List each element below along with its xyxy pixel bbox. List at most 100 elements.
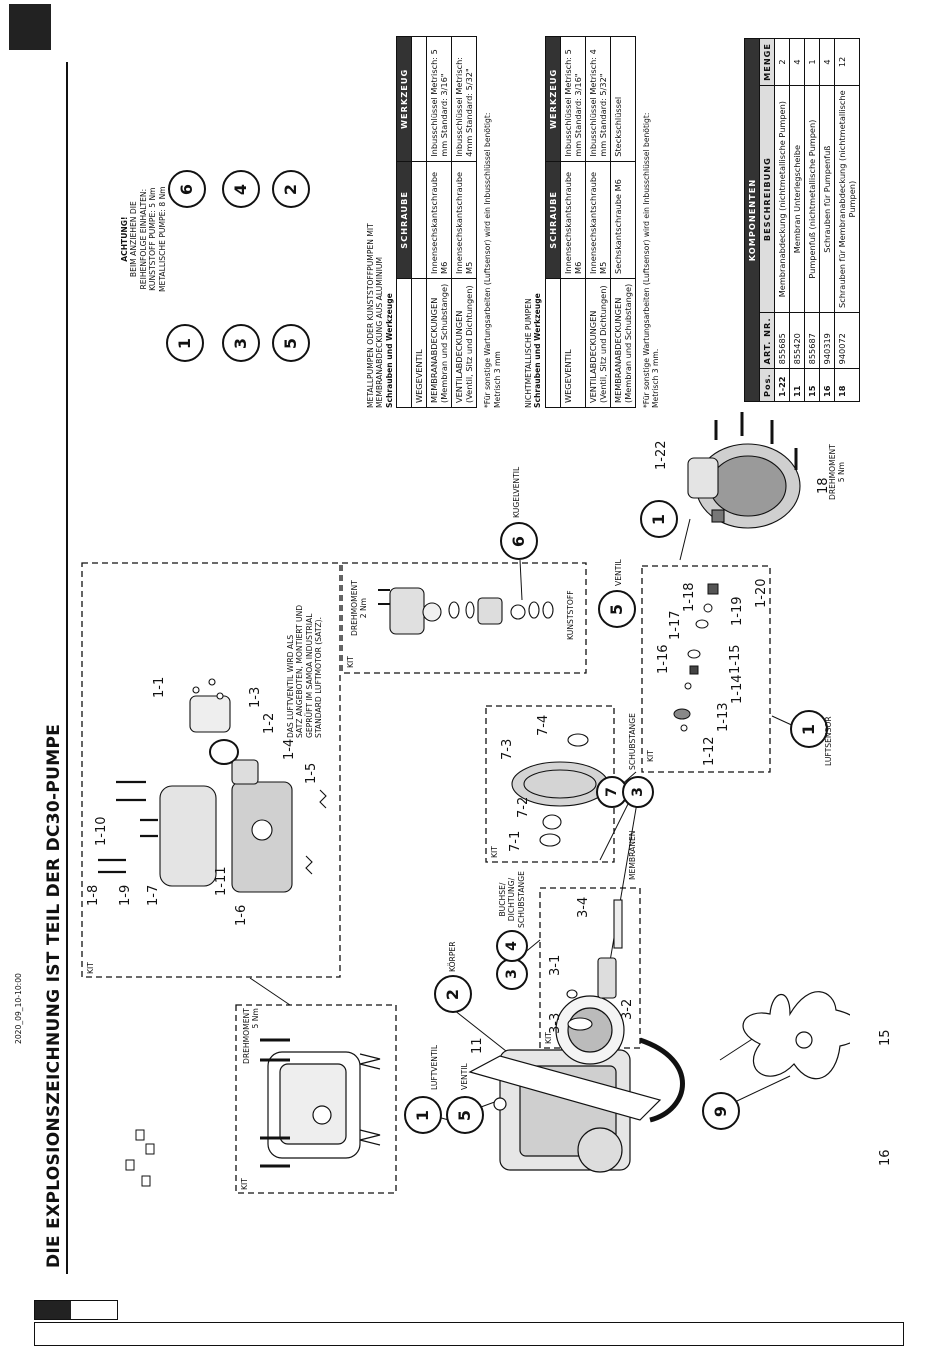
table-header-cell: WERKZEUG <box>545 36 561 162</box>
callout-1-detail: 1 <box>166 324 204 362</box>
table-row: 16 940319 Schrauben für Pumpenfuß 4 <box>819 38 835 402</box>
warning-note: ACHTUNG! BEIM ANZIEHEN DIE REIHENFOLGE E… <box>120 186 167 292</box>
table-cell: Schrauben für Membranabdeckung (nichtmet… <box>834 85 860 313</box>
table-cell: Membranabdeckung (nichtmetallische Pumpe… <box>774 85 790 313</box>
label-kit-air: KIT <box>86 962 95 974</box>
drehmoment-label: DREHMOMENT <box>242 1008 251 1064</box>
callout-4-detail: 4 <box>222 170 260 208</box>
table-cell: 1-22 <box>774 368 790 402</box>
table-header-cell: BESCHREIBUNG <box>759 85 775 313</box>
part-15: 15 <box>878 1029 893 1046</box>
label-membranen: MEMBRANEN <box>628 830 637 880</box>
table-header-cell: Pos. <box>759 368 775 402</box>
membrane-parts-drawing <box>511 733 609 847</box>
table-nonmetal-intro: NICHTMETALLISCHE PUMPEN <box>524 298 533 408</box>
date-code: 2020_09_10-10:00 <box>14 973 23 1044</box>
callout-text: 3 <box>504 969 520 979</box>
part-7-2: 7-2 <box>516 796 531 818</box>
table-cell: 16 <box>819 368 835 402</box>
table-metal-intro: METALLPUMPEN ODER KUNSTSTOFFPUMPEN MIT <box>366 223 375 408</box>
callout-6-detail: 6 <box>168 170 206 208</box>
table-cell: Pumpenfuß (nichtmetallische Pumpen) <box>804 85 820 313</box>
exploded-drawing <box>81 412 850 1194</box>
shaft-parts-drawing <box>566 899 623 1031</box>
part-3-2: 3-2 <box>620 998 635 1020</box>
air-valve-note-line: SATZ ANGEBOTEN, MONTIERT UND <box>295 604 305 738</box>
table-cell: 4 <box>789 38 805 86</box>
table-cell <box>411 161 427 279</box>
table-nonmetal-footnote: Metrisch 3 mm. <box>651 348 661 408</box>
warning-line: KUNSTSTOFF PUMPE: 5 Nm <box>148 187 158 291</box>
part-1-22: 1-22 <box>654 440 669 470</box>
label-kit-membranen: KIT <box>490 846 499 858</box>
table-metal-heading: Schrauben und Werkzeuge <box>384 293 394 408</box>
part-3-4: 3-4 <box>576 896 591 918</box>
pump-foot-drawing <box>742 991 850 1080</box>
label-kit-schubstange: KIT <box>646 750 655 762</box>
pump-body-drawing <box>468 995 685 1173</box>
part-1-17: 1-17 <box>668 610 683 640</box>
table-cell: 855420 <box>789 312 805 369</box>
part-1-8: 1-8 <box>86 884 101 906</box>
callout-3-schubstange: 3 <box>622 776 654 808</box>
table-header-cell <box>396 278 412 408</box>
page-tab <box>34 1300 118 1320</box>
table-header-cell: ART. NR. <box>759 312 775 369</box>
callout-1-cover: 1 <box>640 500 678 538</box>
table-cell: Innensechskantschraube M6 <box>560 161 586 279</box>
table-components-title: KOMPONENTEN <box>744 38 760 402</box>
part-1-12: 1-12 <box>702 736 717 766</box>
part-1-1: 1-1 <box>152 676 167 698</box>
label-drehmoment-line: 5 Nm <box>837 461 847 483</box>
part-1-15: 1-15 <box>728 644 743 674</box>
foot-screws-drawing <box>125 1129 155 1187</box>
part-1-19: 1-19 <box>730 596 745 626</box>
table-header-cell: SCHRAUBE <box>396 161 412 279</box>
part-1-4: 1-4 <box>282 738 297 760</box>
table-row: 18 940072 Schrauben für Membranabdeckung… <box>834 38 860 402</box>
label-ventil: VENTIL <box>460 1063 469 1090</box>
table-header-cell: WERKZEUG <box>396 36 412 162</box>
table-cell: 11 <box>789 368 805 402</box>
drehmoment-value: 2 Nm <box>359 597 369 619</box>
callout-text: 4 <box>504 941 520 951</box>
label-buchse-line: DICHTUNG/ <box>507 877 517 922</box>
membrane-cover-drawing <box>687 412 801 529</box>
label-koerper: KÖRPER <box>448 941 457 972</box>
part-7-3: 7-3 <box>500 738 515 760</box>
table-row: 1-22 855685 Membranabdeckung (nichtmetal… <box>774 38 790 402</box>
air-valve-parts-drawing <box>98 678 327 893</box>
air-valve-note-line: GEPRÜFT IM SAMOA INDUSTRIAL <box>304 613 314 738</box>
part-3-1: 3-1 <box>548 954 563 976</box>
label-drehmoment-kugelventil: DREHMOMENT 2 Nm <box>350 580 369 636</box>
kit-box-kugelventil <box>341 562 587 674</box>
callout-4-buchse: 4 <box>496 930 528 962</box>
part-1-9: 1-9 <box>118 884 133 906</box>
table-cell: 4 <box>819 38 835 86</box>
title-rule <box>66 62 68 1274</box>
table-metal-block: METALLPUMPEN ODER KUNSTSTOFFPUMPEN MIT M… <box>366 28 502 408</box>
kit-box-luftventil-drehmoment <box>235 1004 397 1194</box>
callout-text: 3 <box>231 337 251 349</box>
table-cell: WEGEVENTIL <box>560 278 586 408</box>
label-kunststoff: KUNSTSTOFF <box>566 590 575 640</box>
table-cell: 2 <box>774 38 790 86</box>
table-metal-footnote: *Für sonstige Wartungsarbeiten (Luftsens… <box>483 112 493 408</box>
part-7-4: 7-4 <box>536 714 551 736</box>
callout-text: 5 <box>455 1109 475 1121</box>
table-row: 15 855687 Pumpenfuß (nichtmetallische Pu… <box>804 38 820 402</box>
table-cell: 855685 <box>774 312 790 369</box>
table-row: MEMBRANABDECKUNGEN (Membran und Schubsta… <box>426 36 452 408</box>
part-1-20: 1-20 <box>754 578 769 608</box>
table-cell: VENTILABDECKUNGEN (Ventil, Sitz und Dich… <box>585 278 611 408</box>
part-1-16: 1-16 <box>656 644 671 674</box>
callout-1-luftsensor: 1 <box>790 710 828 748</box>
kit-box-luftsensor <box>641 565 771 773</box>
table-cell: 12 <box>834 38 860 86</box>
callout-text: 5 <box>607 603 627 615</box>
table-cell: VENTILABDECKUNGEN (Ventil, Sitz und Dich… <box>451 278 477 408</box>
table-nonmetal: SCHRAUBE WERKZEUG WEGEVENTIL Innensechsk… <box>545 36 636 408</box>
table-row: WEGEVENTIL Innensechskantschraube M6 Inb… <box>560 36 586 408</box>
part-18: 18 <box>816 477 831 494</box>
callout-text: 5 <box>281 337 301 349</box>
